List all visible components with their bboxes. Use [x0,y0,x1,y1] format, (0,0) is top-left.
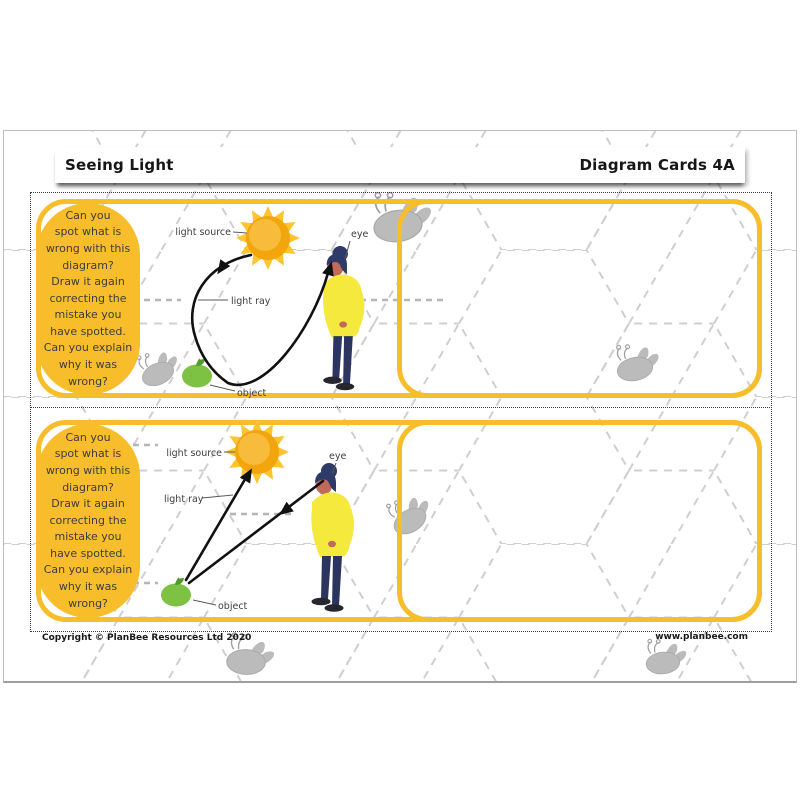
prompt-line: have spotted. [50,546,126,560]
eye-label: eye [351,229,368,240]
arrowhead [322,261,334,277]
prompt-line: diagram? [62,480,114,494]
prompt-line: why it was [58,580,118,594]
page-title: Seeing Light [65,156,174,174]
prompt-line: Can you explain [43,563,133,577]
prompt-line: Can you explain [43,341,133,355]
prompt-line: diagram? [62,258,114,272]
object-label: object [218,601,248,612]
ray-eye-to-object [187,479,325,585]
header-bar: Seeing Light Diagram Cards 4A [55,147,745,183]
label-line [201,494,234,499]
prompt-line: correcting the [49,291,127,305]
label-line [331,462,337,475]
label-line [232,231,248,234]
diagram-reversed-arrows: light source eye light ray object [160,412,355,612]
prompt-line: why it was [58,358,118,372]
card2-drawing-area [397,420,762,622]
arrowhead [239,468,252,484]
prompt-line: Draw it again [51,497,125,511]
ray-object-to-sun [184,479,246,582]
prompt-line: spot what is [54,447,122,461]
prompt-line: Can you [65,208,111,222]
prompt-line: correcting the [49,513,127,527]
card2-prompt: Can you spot what is wrong with this dia… [36,424,140,618]
prompt-line: wrong with this [45,241,131,255]
card1-prompt: Can you spot what is wrong with this dia… [36,203,140,395]
website-text: www.planbee.com [655,632,748,642]
eye-label: eye [329,451,346,462]
label-line [344,240,351,260]
prompt-line: mistake you [54,530,122,544]
prompt-line: Draw it again [51,275,125,289]
curved-light-ray [190,253,330,387]
prompt-line: have spotted. [50,324,126,338]
arrowhead [279,501,294,516]
prompt-line: wrong with this [45,463,131,477]
prompt-line: Can you [65,430,111,444]
apple-object-icon [160,577,192,608]
light-source-label: light source [175,227,231,238]
object-label: object [237,388,267,399]
doc-label: Diagram Cards 4A [579,156,735,174]
light-ray-label: light ray [231,296,271,307]
cut-guide-divider [30,407,770,408]
light-source-label: light source [166,448,222,459]
copyright-text: Copyright © PlanBee Resources Ltd 2020 [42,633,252,643]
prompt-line: wrong? [68,596,108,610]
light-ray-label: light ray [164,494,204,505]
prompt-line: mistake you [54,308,122,322]
sun-icon [236,206,300,270]
arrowhead [217,259,231,275]
prompt-line: wrong? [68,374,108,388]
prompt-line: spot what is [54,225,122,239]
diagram-curved-rays: light source eye light ray object [175,192,368,399]
label-line [192,599,217,606]
label-line [209,384,236,392]
card1-drawing-area [397,199,762,398]
